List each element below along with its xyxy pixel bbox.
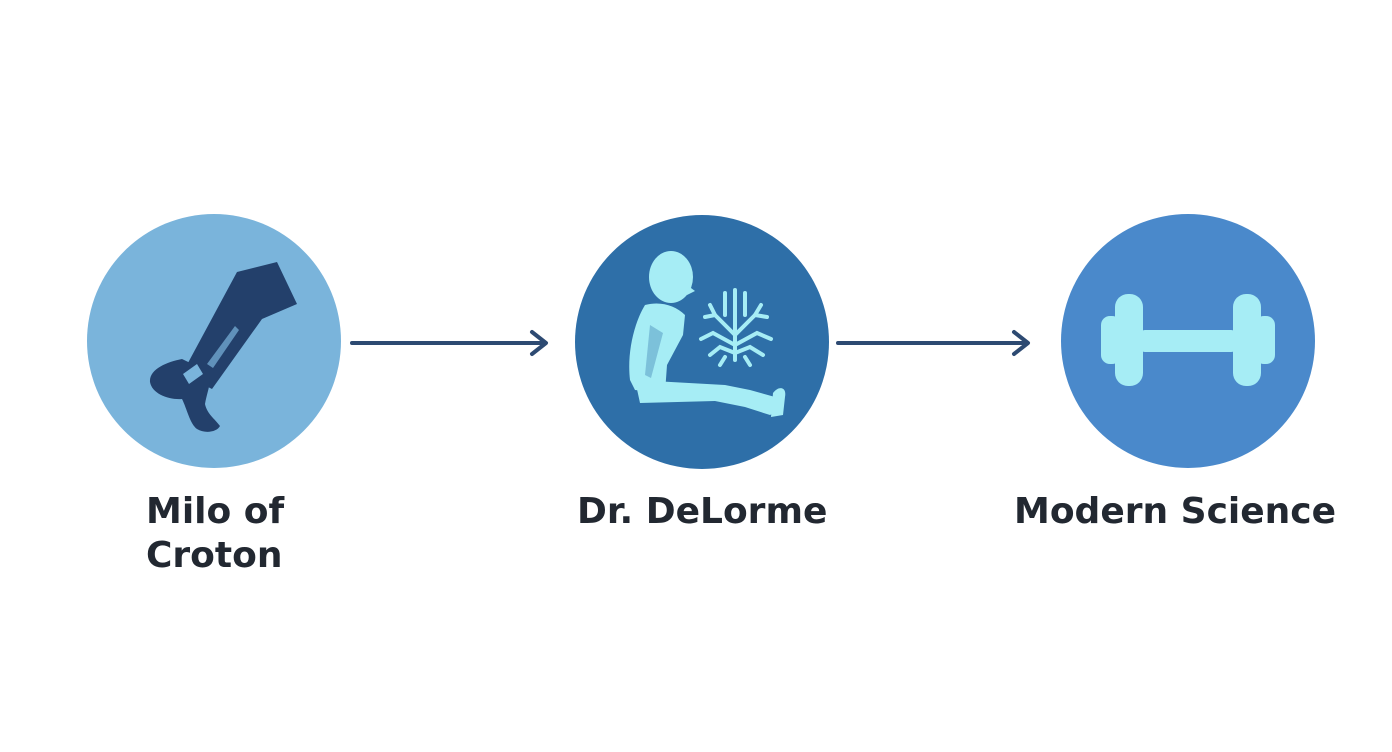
dumbbell-icon	[1101, 294, 1275, 386]
arrow-right-icon	[350, 330, 548, 356]
leg-icon	[149, 262, 297, 432]
step-modern-science-label: Modern Science	[1014, 491, 1337, 532]
step-milo-label-line2: Croton	[146, 535, 283, 576]
step-delorme-circle	[575, 215, 829, 469]
arrow-right-icon	[836, 330, 1030, 356]
step-delorme-label: Dr. DeLorme	[577, 491, 828, 532]
step-milo-circle	[87, 214, 341, 468]
step-milo-label-line1: Milo of	[146, 491, 285, 532]
step-milo-label: Milo of Croton	[146, 490, 346, 578]
step-modern-science-circle	[1061, 214, 1315, 468]
seated-person-nerves-icon	[629, 251, 786, 417]
